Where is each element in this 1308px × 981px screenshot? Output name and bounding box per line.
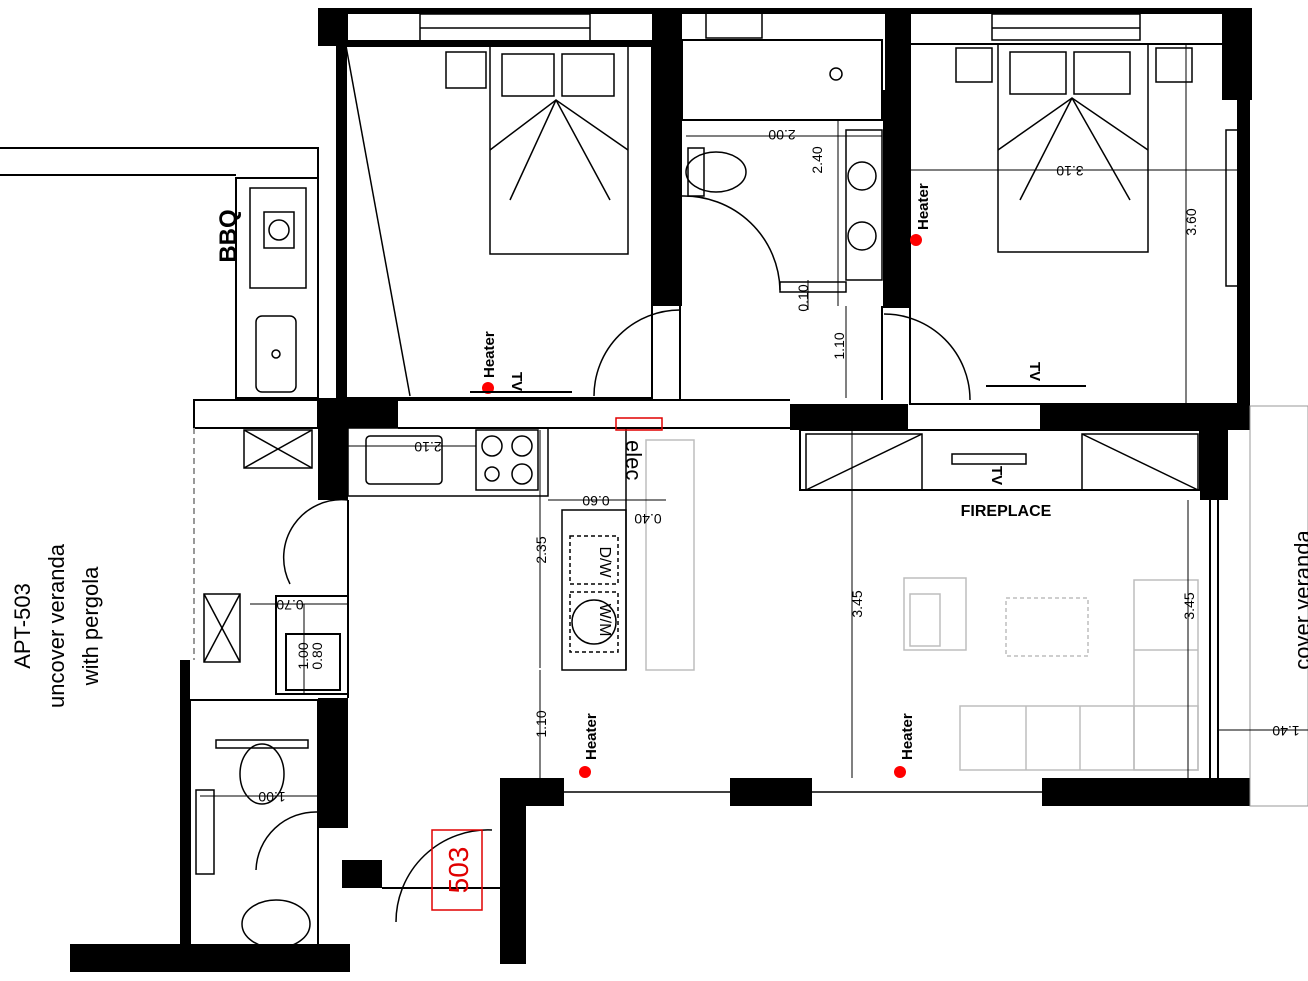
apartment-name: APT-503 (10, 583, 35, 669)
dim-bath-depth: 2.40 (809, 146, 825, 173)
heater-dot-bedroom-right (910, 234, 922, 246)
fireplace-unit (805, 433, 1199, 491)
heater-dot-entry (579, 766, 591, 778)
dim-living-depth-right: 3.45 (1181, 592, 1197, 619)
heater-dot-living (894, 766, 906, 778)
dim-wc-width: 1.00 (258, 789, 285, 805)
dw-label: D/W (596, 546, 613, 578)
dim-bedroom2-width: 3.10 (1056, 163, 1083, 179)
bath-fixtures (681, 67, 883, 293)
dim-veranda-depth: 1.40 (1272, 723, 1299, 739)
wm-label: W/M (596, 604, 613, 637)
bed-left (345, 45, 629, 397)
doors (282, 309, 971, 923)
heater-label-entry: Heater (583, 713, 600, 760)
elec-box (615, 417, 663, 431)
bbq-label: BBQ (215, 209, 242, 262)
fireplace-label: FIREPLACE (961, 503, 1052, 520)
wc-fixtures (215, 739, 319, 949)
living-furniture (903, 577, 1199, 771)
dim-corridor: 1.10 (831, 332, 847, 359)
elec-label: elec (621, 440, 646, 480)
heater-dots (482, 234, 922, 778)
tv-bars (470, 385, 1086, 393)
tv-label-bedroom-right: TV (1026, 362, 1043, 381)
dim-entry-depth: 1.10 (533, 710, 549, 737)
heater-label-bedroom-right: Heater (915, 183, 932, 230)
dim-bar-depth: 0.40 (634, 511, 661, 527)
with-pergola-label: with pergola (78, 566, 103, 686)
unit-number: 503 (443, 847, 474, 894)
dimension-lines (200, 44, 1308, 797)
dim-living-depth: 3.45 (849, 590, 865, 617)
uncover-veranda-label: uncover veranda (44, 543, 69, 708)
walls (70, 8, 1252, 972)
dim-kitchen-depth: 2.35 (533, 536, 549, 563)
bbq-fixtures (203, 187, 313, 663)
heater-label-bedroom-left: Heater (481, 331, 498, 378)
heater-label-living: Heater (899, 713, 916, 760)
kitchen (347, 427, 695, 671)
dim-counter-depth: 0.60 (582, 493, 609, 509)
dim-closet-depth-b: 0.80 (309, 642, 325, 669)
bed-right (955, 43, 1193, 253)
tv-label-bedroom-left: TV (508, 372, 525, 391)
cover-veranda-label: cover veranda (1290, 530, 1308, 670)
dim-bedroom2-depth: 3.60 (1183, 208, 1199, 235)
dim-closet-depth-a: 1.00 (295, 642, 311, 669)
dim-kitchen-width: 2.10 (414, 439, 441, 455)
tv-label-living: TV (988, 466, 1005, 485)
dim-bath-width: 2.00 (768, 127, 795, 143)
dim-door-offset: 0.10 (795, 284, 811, 311)
windows (195, 9, 1247, 875)
dim-closet-width: 0.70 (276, 597, 303, 613)
